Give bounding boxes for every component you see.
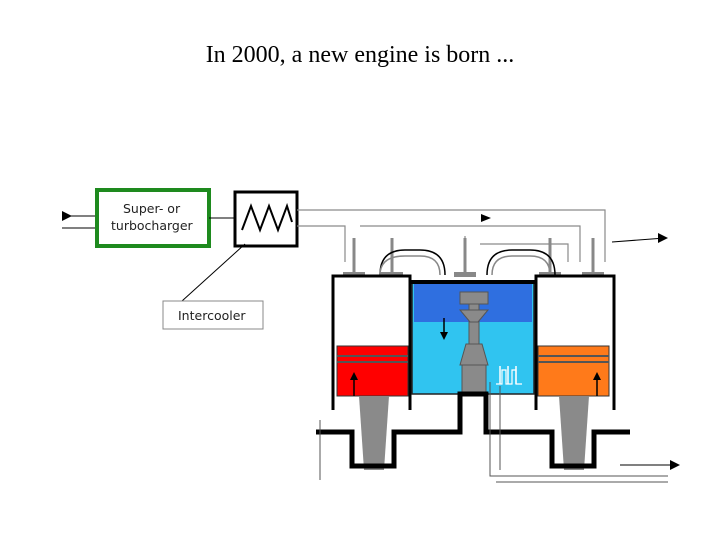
crankshaft	[316, 391, 630, 469]
exhaust-line	[611, 233, 668, 243]
left-cylinder	[331, 274, 412, 410]
left-connecting-rod	[359, 396, 389, 470]
supercharger-label-line2: turbocharger	[111, 218, 194, 233]
intake-arrow	[62, 211, 72, 221]
intake-lines	[62, 211, 97, 229]
transfer-arches	[379, 249, 556, 276]
intercooler-callout: Intercooler	[162, 243, 264, 330]
intercooler-label: Intercooler	[178, 308, 246, 323]
output-lines	[319, 382, 668, 483]
manifold-flow-arrow	[481, 214, 491, 222]
supercharger-box: Super- or turbocharger	[95, 188, 211, 248]
right-connecting-rod	[559, 396, 589, 470]
center-down-arrow	[440, 318, 448, 340]
intercooler-box	[233, 190, 299, 248]
slide-title: In 2000, a new engine is born ...	[205, 42, 515, 68]
center-injector	[458, 291, 522, 394]
output-arrow	[670, 460, 680, 470]
heat-exchanger-zigzag-icon	[241, 202, 293, 233]
right-cylinder	[534, 274, 616, 410]
charge-air-manifold	[297, 209, 606, 262]
supercharger-label-line1: Super- or	[123, 201, 181, 216]
left-piston	[336, 345, 409, 397]
right-piston	[537, 345, 610, 397]
